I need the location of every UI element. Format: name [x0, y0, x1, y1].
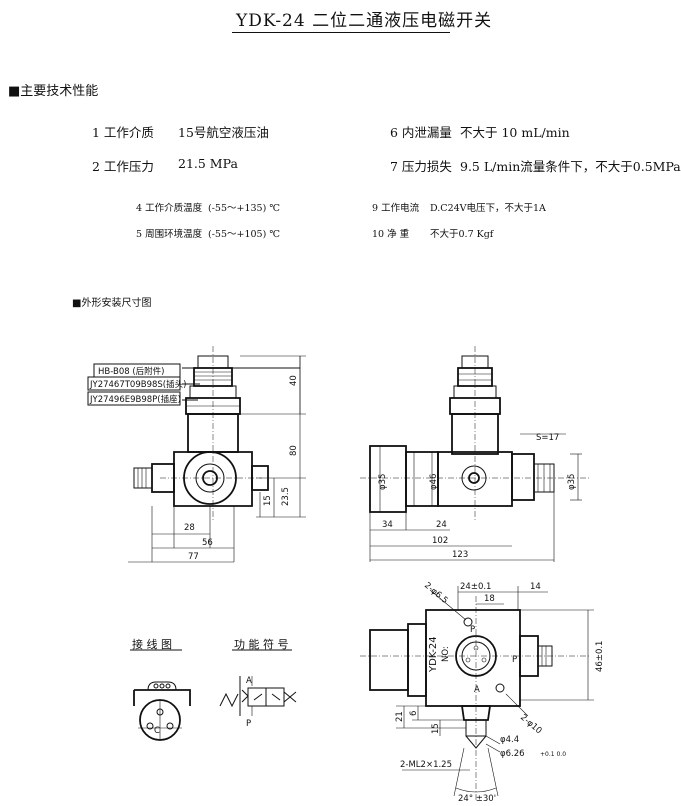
dim-34: 34 — [382, 520, 393, 530]
dim-15-bottom: 15 — [431, 723, 441, 734]
port-a-label: A — [474, 685, 480, 695]
model-label: YDK-24 — [428, 636, 439, 673]
callout-hb: HB-B08 (后附件) — [98, 366, 164, 377]
dim-21: 21 — [395, 711, 405, 722]
callout-plug: JY27467T09B98S(插头) — [89, 379, 186, 390]
dim-24-tol: 24±0.1 — [460, 582, 491, 592]
spec-label: 6 内泄漏量 — [390, 125, 452, 140]
dim-phi6-26: φ6.26 — [500, 749, 525, 759]
spec-value: 15号航空液压油 — [178, 125, 269, 140]
top-view — [360, 586, 594, 800]
title-underline — [232, 32, 450, 33]
front-view — [87, 346, 306, 563]
section-heading-drawing: ■外形安装尺寸图 — [72, 298, 152, 309]
spec-label: 9 工作电流 — [372, 203, 420, 214]
dim-tolerance: +0.1 0.0 — [540, 751, 566, 758]
port-p2-label: P — [512, 655, 517, 665]
dim-24: 24 — [436, 520, 447, 530]
spec-value: 不大于0.7 Kgf — [430, 229, 494, 240]
dim-80: 80 — [289, 445, 299, 456]
section-heading-specs: ■主要技术性能 — [8, 84, 99, 99]
dim-angle: 24° ±30' — [458, 794, 496, 804]
dim-102: 102 — [432, 536, 448, 546]
dim-s17: S=17 — [536, 433, 559, 443]
spec-value: 9.5 L/min流量条件下，不大于0.5MPa — [460, 159, 681, 174]
dim-46-tol: 46±0.1 — [595, 641, 605, 672]
page-title: YDK-24 二位二通液压电磁开关 — [236, 11, 493, 31]
dim-28: 28 — [184, 523, 195, 533]
spec-label: 2 工作压力 — [92, 159, 154, 174]
dim-phi4-4: φ4.4 — [500, 735, 519, 745]
dim-18: 18 — [484, 594, 495, 604]
function-symbol — [219, 649, 297, 716]
dim-thread: 2-ML2×1.25 — [400, 760, 452, 770]
spec-value: 21.5 MPa — [178, 156, 238, 171]
spec-label: 10 净 重 — [372, 229, 410, 240]
spec-value: (-55～+135) ℃ — [208, 203, 280, 214]
dim-77: 77 — [188, 552, 199, 562]
side-view — [360, 346, 590, 562]
function-symbol-title: 功 能 符 号 — [234, 638, 289, 651]
installation-drawing: HB-B08 (后附件) JY27467T09B98S(插头) JY27496E… — [87, 346, 605, 804]
dim-123: 123 — [452, 550, 468, 560]
spec-label: 5 周围环境温度 — [136, 229, 203, 240]
symbol-port-p: P — [246, 719, 251, 729]
dim-hole-6-5: 2-φ6.5 — [422, 581, 450, 606]
dim-15: 15 — [263, 495, 273, 506]
symbol-port-a: A — [246, 676, 252, 686]
wiring-pin-label: C — [154, 726, 160, 736]
dim-phi35-right: φ35 — [567, 474, 577, 490]
dim-6: 6 — [409, 711, 419, 716]
spec-label: 4 工作介质温度 — [136, 203, 203, 214]
spec-value: D.C24V电压下，不大于1A — [430, 203, 546, 214]
dim-23-5: 23.5 — [281, 487, 291, 506]
callout-socket: JY27496E9B98P(插座) — [89, 394, 181, 405]
wiring-diagram-title: 接 线 图 — [132, 638, 172, 651]
dim-phi46: φ46 — [429, 474, 439, 490]
dim-phi35-left: φ35 — [378, 474, 388, 490]
dim-40: 40 — [289, 375, 299, 386]
spec-label: 1 工作介质 — [92, 125, 154, 140]
dim-hole-10: 2-φ10 — [518, 713, 544, 737]
dim-56: 56 — [202, 538, 213, 548]
wiring-diagram — [130, 649, 191, 741]
dim-14: 14 — [530, 582, 541, 592]
serial-label: NO: — [441, 646, 451, 662]
spec-value: (-55～+105) ℃ — [208, 229, 280, 240]
port-p-label: P — [470, 625, 475, 635]
spec-label: 7 压力损失 — [390, 159, 452, 174]
spec-value: 不大于 10 mL/min — [460, 125, 570, 140]
